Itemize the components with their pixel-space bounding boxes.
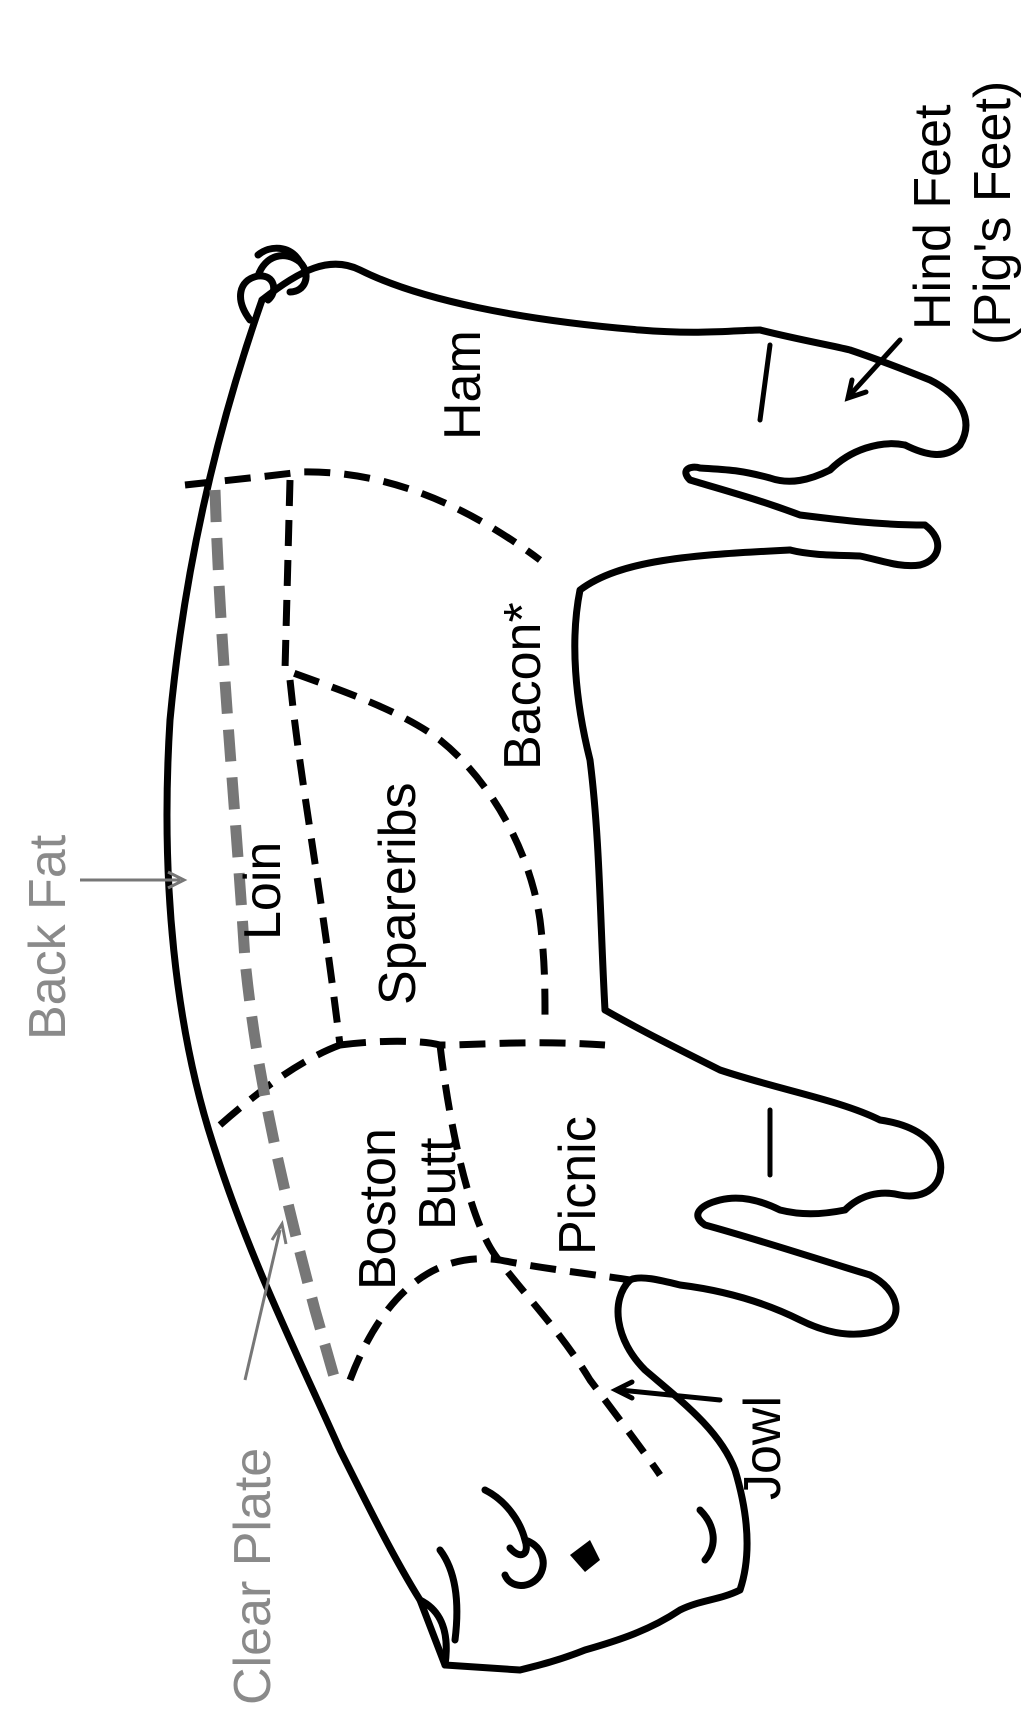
label-hind-feet-line2: (Pig's Feet) bbox=[964, 81, 1022, 345]
label-picnic: Picnic bbox=[549, 1116, 607, 1255]
ear bbox=[485, 1490, 543, 1586]
label-butt: Butt bbox=[409, 1137, 467, 1230]
label-ham: Ham bbox=[434, 330, 492, 440]
pig-outline bbox=[167, 248, 966, 1670]
label-clear-plate: Clear Plate bbox=[224, 1448, 282, 1705]
label-hind-feet-line1: Hind Feet bbox=[904, 104, 962, 330]
tail bbox=[241, 248, 307, 320]
label-boston: Boston bbox=[349, 1128, 407, 1290]
label-bacon: Bacon* bbox=[494, 602, 552, 770]
label-back-fat: Back Fat bbox=[19, 834, 77, 1040]
eye bbox=[570, 1540, 600, 1572]
label-loin: Loin bbox=[234, 842, 292, 940]
label-spareribs: Spareribs bbox=[369, 782, 427, 1005]
label-jowl: Jowl bbox=[734, 1396, 792, 1500]
